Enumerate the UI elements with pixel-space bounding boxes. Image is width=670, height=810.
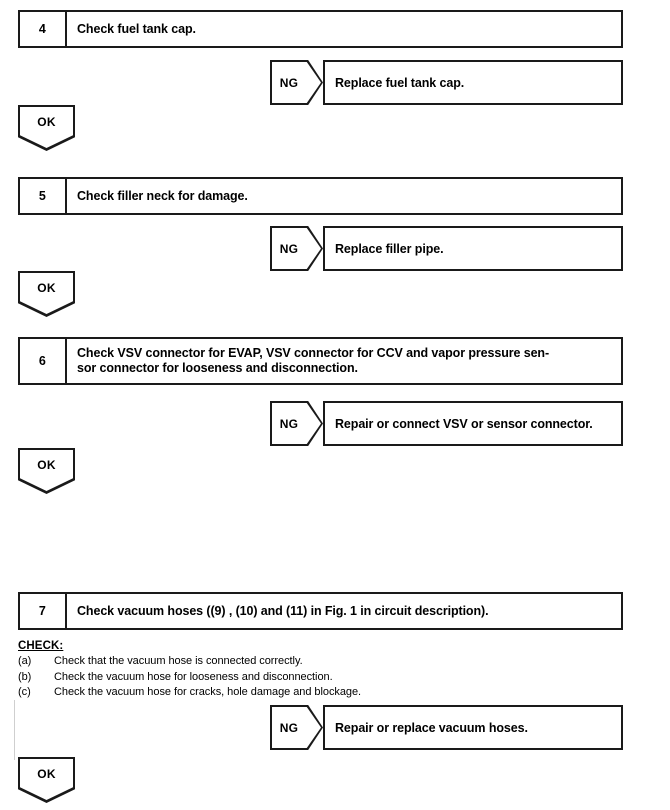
ok-badge-7: OK (18, 757, 75, 803)
check-list-item: (b) Check the vacuum hose for looseness … (18, 670, 618, 686)
ok-label: OK (37, 457, 56, 472)
step-number: 5 (20, 179, 67, 213)
ng-branch-6: NG Repair or connect VSV or sensor conne… (270, 401, 623, 446)
step-instruction: Check filler neck for damage. (77, 188, 248, 203)
check-item-marker: (c) (18, 686, 31, 698)
check-item-marker: (b) (18, 670, 32, 683)
check-item-text: Check the vacuum hose for looseness and … (54, 670, 333, 683)
check-title-wrap: CHECK: (18, 636, 618, 654)
check-title: CHECK: (18, 640, 64, 652)
ok-label: OK (37, 114, 56, 129)
ng-branch-4: NG Replace fuel tank cap. (270, 60, 623, 105)
step-instruction: Check VSV connector for EVAP, VSV connec… (67, 339, 621, 383)
step-box-4[interactable]: 4 Check fuel tank cap. (18, 10, 623, 48)
step-instruction-line1: Check VSV connector for EVAP, VSV connec… (77, 345, 550, 360)
step-instruction-line2: sor connector for looseness and disconne… (77, 361, 358, 375)
ok-badge-6: OK (18, 448, 75, 494)
step-number: 6 (20, 339, 67, 383)
scan-artifact-line (14, 700, 15, 760)
ng-label: NG (279, 720, 299, 735)
ng-result-box[interactable]: Replace fuel tank cap. (323, 60, 623, 105)
check-list-item: (a) Check that the vacuum hose is connec… (18, 654, 618, 670)
check-item-text: Check that the vacuum hose is connected … (54, 655, 303, 667)
step-instruction: Check fuel tank cap. (77, 21, 196, 36)
step-box-6[interactable]: 6 Check VSV connector for EVAP, VSV conn… (18, 337, 623, 385)
ok-label: OK (37, 766, 56, 781)
ng-label: NG (279, 75, 299, 90)
check-item-marker: (a) (18, 655, 32, 667)
ok-label: OK (37, 280, 56, 295)
step-box-5[interactable]: 5 Check filler neck for damage. (18, 177, 623, 215)
ng-label: NG (279, 241, 299, 256)
ng-result-box[interactable]: Repair or replace vacuum hoses. (323, 705, 623, 750)
step-number: 4 (20, 12, 67, 46)
check-list-item: (c) Check the vacuum hose for cracks, ho… (18, 685, 618, 701)
ng-result-box[interactable]: Replace filler pipe. (323, 226, 623, 271)
step-number: 7 (20, 594, 67, 628)
ok-badge-5: OK (18, 271, 75, 317)
check-block: CHECK: (a) Check that the vacuum hose is… (18, 636, 618, 701)
ng-branch-5: NG Replace filler pipe. (270, 226, 623, 271)
step-instruction: Check vacuum hoses ((9) , (10) and (11) … (77, 603, 489, 618)
ng-branch-7: NG Repair or replace vacuum hoses. (270, 705, 623, 750)
check-item-text: Check the vacuum hose for cracks, hole d… (54, 686, 362, 698)
ok-badge-4: OK (18, 105, 75, 151)
ng-label: NG (279, 416, 299, 431)
ng-result-box[interactable]: Repair or connect VSV or sensor connecto… (323, 401, 623, 446)
step-box-7[interactable]: 7 Check vacuum hoses ((9) , (10) and (11… (18, 592, 623, 630)
